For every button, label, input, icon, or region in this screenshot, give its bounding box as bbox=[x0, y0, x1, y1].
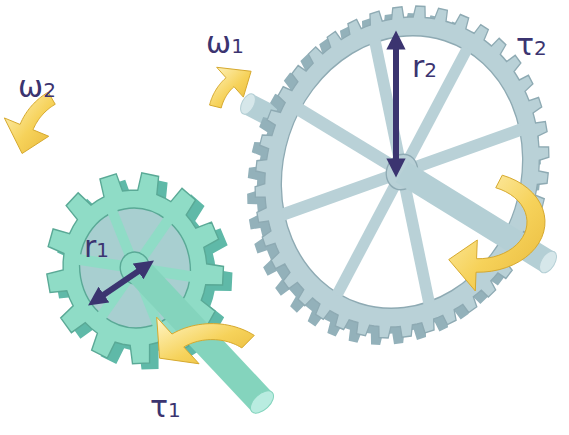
subscript: 2 bbox=[424, 58, 437, 82]
gear-rim bbox=[213, 0, 569, 376]
subscript: 2 bbox=[534, 36, 547, 60]
radius-label: r1 bbox=[84, 232, 109, 262]
torque-arrow bbox=[157, 317, 255, 364]
torque-label: τ2 bbox=[516, 30, 547, 60]
subscript: 1 bbox=[231, 34, 244, 58]
angular-velocity-arrow bbox=[210, 67, 252, 108]
gear-spoke bbox=[339, 40, 438, 172]
symbol: r bbox=[84, 229, 96, 264]
gear-inner-ring bbox=[246, 4, 557, 340]
radius-label: r2 bbox=[412, 52, 437, 82]
shaft-end bbox=[246, 387, 277, 418]
subscript: 1 bbox=[96, 238, 109, 262]
shaft bbox=[140, 272, 262, 402]
shaft-end bbox=[237, 91, 258, 116]
symbol: τ bbox=[516, 27, 534, 62]
subscript: 1 bbox=[168, 398, 181, 422]
subscript: 2 bbox=[43, 78, 56, 102]
symbol: ω bbox=[18, 69, 43, 104]
symbol: τ bbox=[150, 389, 168, 424]
angular-velocity-label: ω2 bbox=[18, 72, 56, 102]
symbol: r bbox=[412, 49, 424, 84]
gear-opening bbox=[246, 4, 557, 340]
symbol: ω bbox=[206, 25, 231, 60]
angular-velocity-label: ω1 bbox=[206, 28, 244, 58]
torque-arrow bbox=[449, 175, 545, 291]
radius-arrow bbox=[96, 266, 146, 300]
shaft-end bbox=[536, 248, 560, 275]
torque-label: τ1 bbox=[150, 392, 181, 422]
radius-arrow bbox=[393, 40, 399, 168]
